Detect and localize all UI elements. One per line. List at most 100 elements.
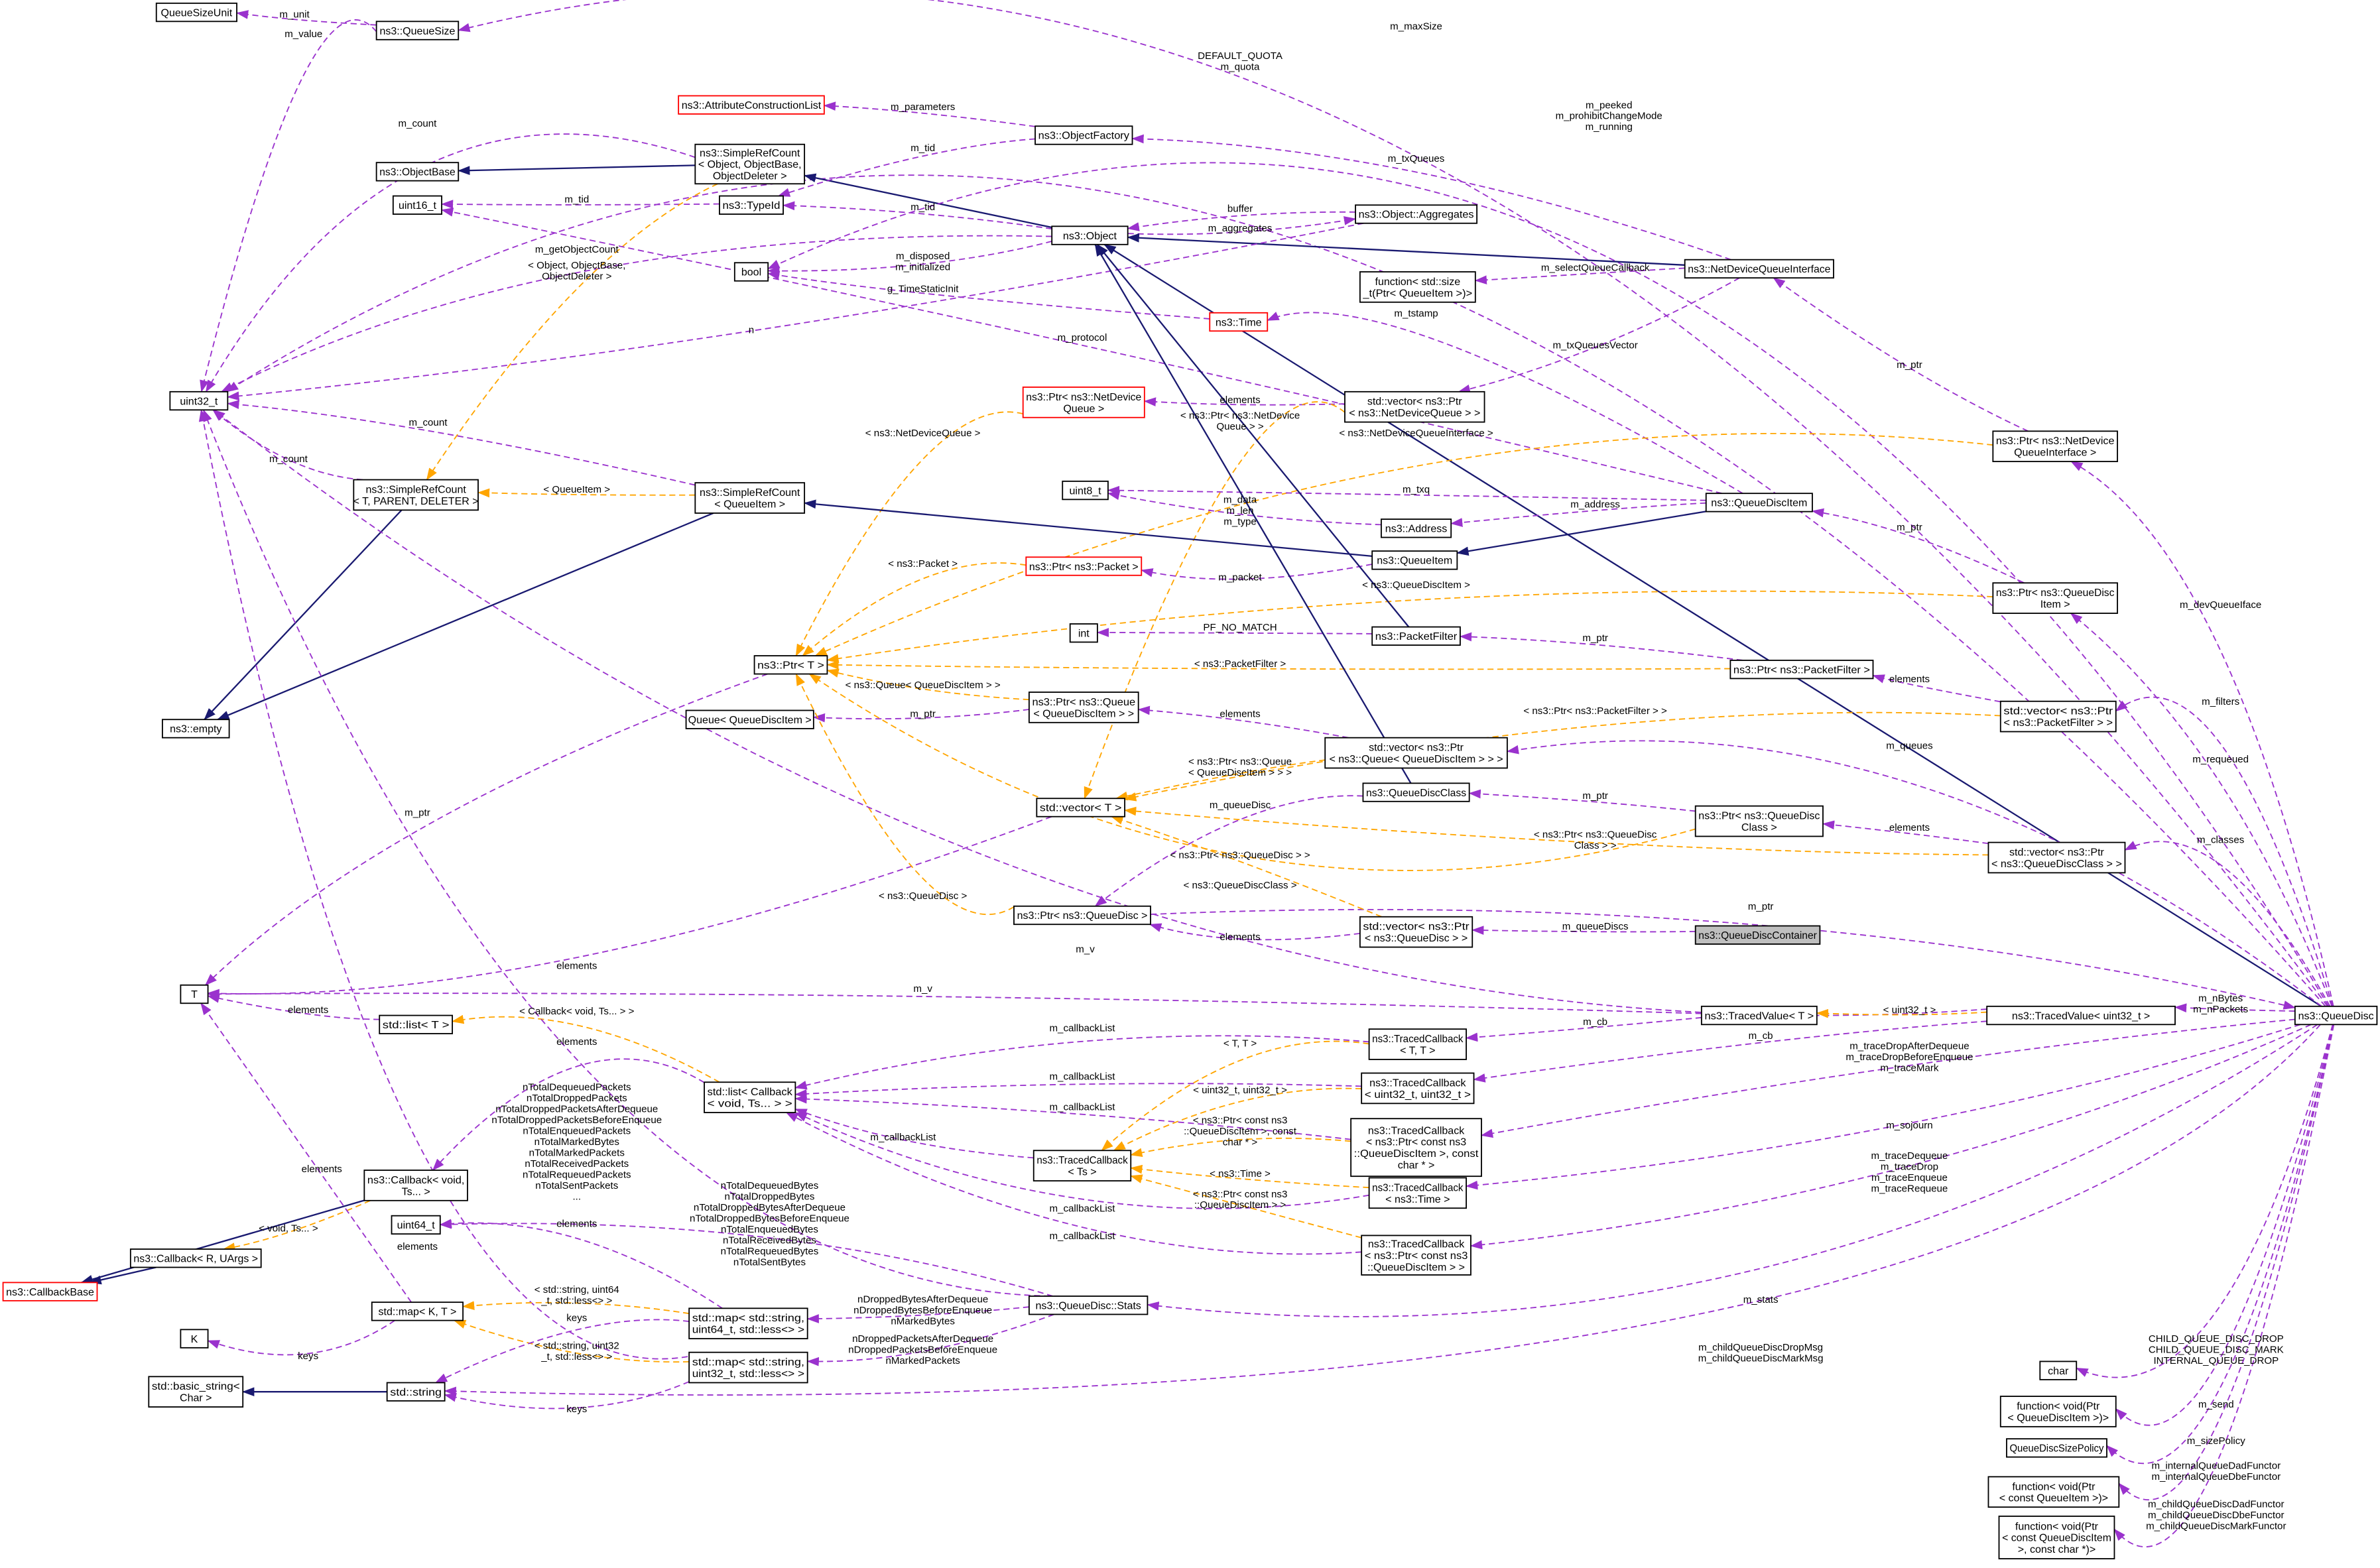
class-node-qs[interactable]: ns3::QueueSize bbox=[375, 21, 460, 40]
node-box[interactable] bbox=[386, 1382, 446, 1402]
class-node-fqdi[interactable]: function< void(Ptr< QueueDiscItem >)> bbox=[1999, 1396, 2117, 1427]
class-node-cbv[interactable]: ns3::Callback< void,Ts... > bbox=[363, 1170, 468, 1201]
node-box[interactable] bbox=[148, 1376, 244, 1408]
class-node-qdc[interactable]: ns3::QueueDiscClass bbox=[1362, 782, 1470, 802]
class-node-pndq[interactable]: ns3::Ptr< ns3::NetDeviceQueue > bbox=[1022, 387, 1145, 418]
node-box[interactable] bbox=[753, 655, 828, 675]
node-box[interactable] bbox=[1729, 660, 1874, 680]
node-box[interactable] bbox=[169, 391, 229, 411]
node-box[interactable] bbox=[1013, 905, 1151, 926]
node-box[interactable] bbox=[1028, 692, 1139, 723]
class-node-srco[interactable]: ns3::SimpleRefCount< Object, ObjectBase,… bbox=[694, 143, 806, 185]
class-node-srcqi[interactable]: ns3::SimpleRefCount< QueueItem > bbox=[694, 482, 806, 514]
node-box[interactable] bbox=[1368, 1177, 1467, 1209]
class-node-tcTT[interactable]: ns3::TracedCallback< T, T > bbox=[1368, 1028, 1467, 1060]
class-node-vpf[interactable]: std::vector< ns3::Ptr< ns3::PacketFilter… bbox=[1999, 700, 2117, 733]
node-box[interactable] bbox=[1992, 430, 2118, 463]
class-node-K[interactable]: K bbox=[180, 1329, 209, 1349]
node-box[interactable] bbox=[1986, 1005, 2176, 1026]
node-box[interactable] bbox=[1069, 623, 1098, 643]
class-node-qdi[interactable]: ns3::QueueDiscItem bbox=[1705, 493, 1813, 513]
class-node-map32[interactable]: std::map< std::string,uint32_t, std::les… bbox=[688, 1351, 808, 1384]
class-node-tcTs[interactable]: ns3::TracedCallback< Ts > bbox=[1033, 1150, 1132, 1181]
node-box[interactable] bbox=[1025, 556, 1143, 576]
class-node-obj[interactable]: ns3::Object bbox=[1051, 225, 1129, 245]
node-box[interactable] bbox=[375, 21, 460, 40]
class-node-u16[interactable]: uint16_t bbox=[392, 195, 442, 215]
node-box[interactable] bbox=[733, 262, 769, 282]
class-node-srct[interactable]: ns3::SimpleRefCount< T, PARENT, DELETER … bbox=[353, 479, 479, 511]
node-box[interactable] bbox=[1998, 1515, 2115, 1559]
node-box[interactable] bbox=[1684, 259, 1834, 279]
class-node-char[interactable]: char bbox=[2039, 1360, 2078, 1380]
class-node-tid[interactable]: ns3::TypeId bbox=[719, 195, 784, 215]
class-node-agg[interactable]: ns3::Object::Aggregates bbox=[1355, 204, 1478, 224]
class-node-vecT[interactable]: std::vector< T > bbox=[1036, 798, 1125, 817]
class-node-str[interactable]: std::string bbox=[386, 1382, 446, 1402]
node-box[interactable] bbox=[688, 1307, 808, 1340]
node-box[interactable] bbox=[161, 719, 230, 739]
class-node-empty[interactable]: ns3::empty bbox=[161, 719, 230, 739]
node-box[interactable] bbox=[2006, 1438, 2107, 1458]
class-node-pqd[interactable]: ns3::Ptr< ns3::QueueDisc > bbox=[1013, 905, 1151, 926]
class-node-ob[interactable]: ns3::ObjectBase bbox=[375, 162, 460, 182]
class-node-qqdi[interactable]: Queue< QueueDiscItem > bbox=[685, 709, 814, 729]
class-node-pq[interactable]: ns3::Ptr< ns3::Queue< QueueDiscItem > > bbox=[1028, 692, 1139, 723]
node-box[interactable] bbox=[379, 1014, 454, 1034]
class-node-qdcont[interactable]: ns3::QueueDiscContainer bbox=[1694, 925, 1821, 945]
node-box[interactable] bbox=[719, 195, 784, 215]
node-box[interactable] bbox=[1992, 582, 2118, 614]
node-box[interactable] bbox=[129, 1248, 262, 1268]
class-node-pqdc[interactable]: ns3::Ptr< ns3::QueueDiscClass > bbox=[1694, 805, 1824, 837]
class-node-fcqi[interactable]: function< void(Ptr< const QueueItem >)> bbox=[1987, 1476, 2120, 1508]
class-node-tcPC[interactable]: ns3::TracedCallback< ns3::Ptr< const ns3… bbox=[1350, 1118, 1482, 1177]
node-box[interactable] bbox=[391, 1215, 441, 1235]
class-node-of[interactable]: ns3::ObjectFactory bbox=[1034, 125, 1133, 145]
node-box[interactable] bbox=[363, 1170, 468, 1201]
class-node-pqdi[interactable]: ns3::Ptr< ns3::QueueDiscItem > bbox=[1992, 582, 2118, 614]
node-box[interactable] bbox=[1028, 1296, 1149, 1315]
class-node-addr[interactable]: ns3::Address bbox=[1380, 518, 1452, 538]
node-box[interactable] bbox=[155, 2, 237, 23]
class-node-listCb[interactable]: std::list< Callback< void, Ts... > > bbox=[704, 1081, 796, 1113]
class-node-tc32[interactable]: ns3::TracedCallback< uint32_t, uint32_t … bbox=[1361, 1072, 1475, 1105]
class-node-time[interactable]: ns3::Time bbox=[1209, 312, 1269, 332]
class-node-u64[interactable]: uint64_t bbox=[391, 1215, 441, 1235]
node-box[interactable] bbox=[180, 984, 209, 1004]
class-node-mapKT[interactable]: std::map< K, T > bbox=[371, 1301, 464, 1321]
class-node-qsu[interactable]: QueueSizeUnit bbox=[155, 2, 237, 23]
node-box[interactable] bbox=[1371, 626, 1461, 646]
node-box[interactable] bbox=[1344, 391, 1485, 423]
node-box[interactable] bbox=[1987, 841, 2126, 874]
node-box[interactable] bbox=[1022, 387, 1145, 418]
class-node-tcTime[interactable]: ns3::TracedCallback< ns3::Time > bbox=[1368, 1177, 1467, 1209]
node-box[interactable] bbox=[1705, 493, 1813, 513]
node-box[interactable] bbox=[678, 95, 825, 115]
node-box[interactable] bbox=[1700, 1005, 1818, 1026]
class-node-qd[interactable]: ns3::QueueDisc bbox=[2294, 1005, 2378, 1026]
node-box[interactable] bbox=[1355, 204, 1478, 224]
node-box[interactable] bbox=[1036, 798, 1125, 817]
node-box[interactable] bbox=[1034, 125, 1133, 145]
node-box[interactable] bbox=[1209, 312, 1269, 332]
node-box[interactable] bbox=[353, 479, 479, 511]
class-node-u8[interactable]: uint8_t bbox=[1062, 480, 1109, 501]
class-node-cbR[interactable]: ns3::Callback< R, UArgs > bbox=[129, 1248, 262, 1268]
node-box[interactable] bbox=[1033, 1150, 1132, 1181]
class-node-map64[interactable]: std::map< std::string,uint64_t, std::les… bbox=[688, 1307, 808, 1340]
class-node-tv32[interactable]: ns3::TracedValue< uint32_t > bbox=[1986, 1005, 2176, 1026]
class-node-pndqi[interactable]: ns3::Ptr< ns3::NetDeviceQueueInterface > bbox=[1992, 430, 2118, 463]
class-node-bstr[interactable]: std::basic_string<Char > bbox=[148, 1376, 244, 1408]
node-box[interactable] bbox=[2294, 1005, 2378, 1026]
node-box[interactable] bbox=[685, 709, 814, 729]
class-node-tcP[interactable]: ns3::TracedCallback< ns3::Ptr< const ns3… bbox=[1361, 1235, 1472, 1276]
class-node-ndqi[interactable]: ns3::NetDeviceQueueInterface bbox=[1684, 259, 1834, 279]
class-node-bool[interactable]: bool bbox=[733, 262, 769, 282]
node-box[interactable] bbox=[1999, 700, 2117, 733]
class-node-fsz[interactable]: function< std::size_t(Ptr< QueueItem >)> bbox=[1359, 271, 1476, 303]
class-node-vqdc[interactable]: std::vector< ns3::Ptr< ns3::QueueDiscCla… bbox=[1987, 841, 2126, 874]
class-node-ppf[interactable]: ns3::Ptr< ns3::PacketFilter > bbox=[1729, 660, 1874, 680]
node-box[interactable] bbox=[1361, 1072, 1475, 1105]
class-node-vq[interactable]: std::vector< ns3::Ptr< ns3::Queue< Queue… bbox=[1324, 737, 1508, 769]
class-node-acl[interactable]: ns3::AttributeConstructionList bbox=[678, 95, 825, 115]
